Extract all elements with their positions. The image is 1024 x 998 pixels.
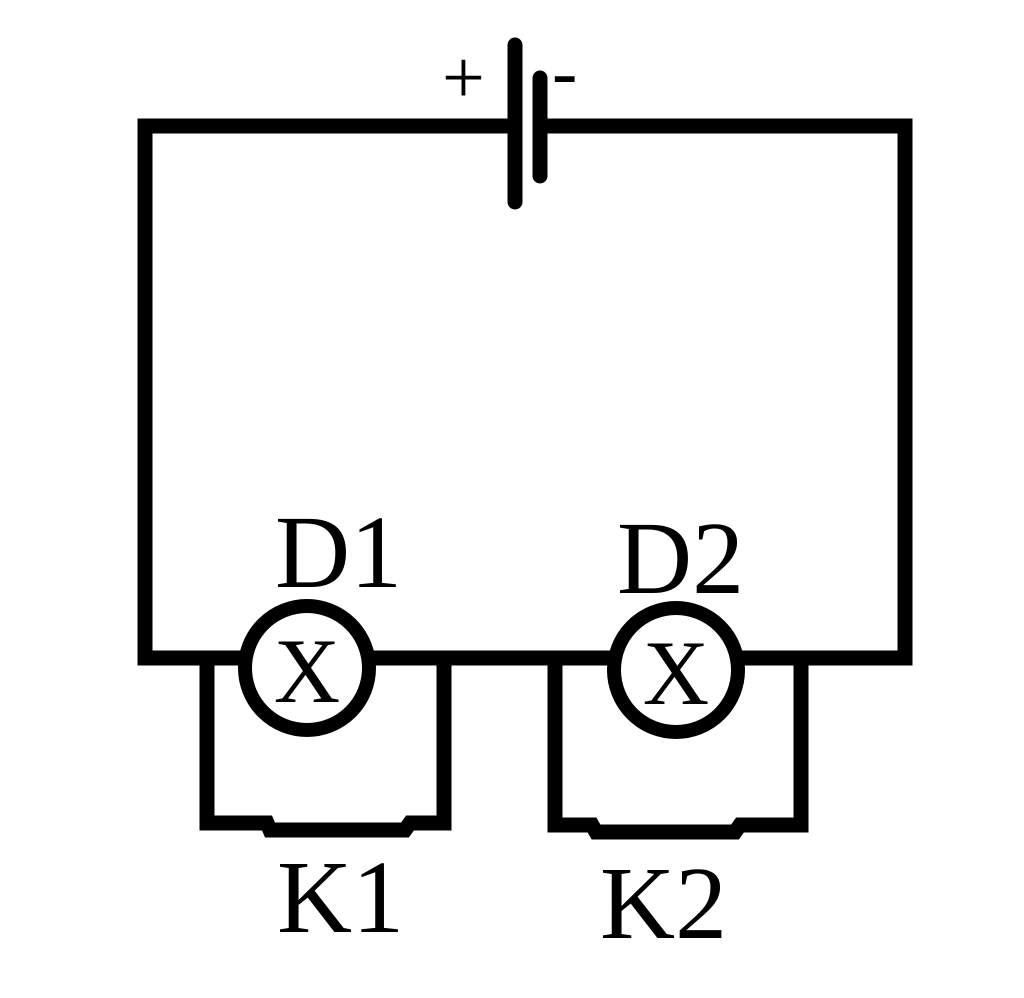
switch-k2: K2: [547, 650, 809, 961]
battery-minus-label: -: [552, 30, 577, 114]
switch-k1: K1: [199, 650, 452, 955]
switch-k1-wire: [199, 650, 452, 838]
lamp-d2: X D2: [607, 501, 745, 739]
lamp-d1-glyph: X: [274, 620, 340, 722]
lamp-d1: X D1: [238, 495, 402, 737]
battery: + -: [442, 30, 577, 210]
wire-left-top: [137, 118, 523, 666]
lamp-d1-label: D1: [275, 495, 402, 610]
lamp-d2-glyph: X: [643, 622, 709, 724]
lamp-d2-ring: [607, 601, 745, 739]
switch-k1-label: K1: [277, 840, 404, 955]
lamp-d1-ring: [238, 599, 376, 737]
wire-right-top: [532, 118, 913, 666]
switch-k2-label: K2: [600, 846, 727, 961]
battery-plus-label: +: [442, 36, 485, 120]
switch-k2-wire: [547, 650, 809, 840]
lamp-d2-label: D2: [617, 501, 744, 616]
